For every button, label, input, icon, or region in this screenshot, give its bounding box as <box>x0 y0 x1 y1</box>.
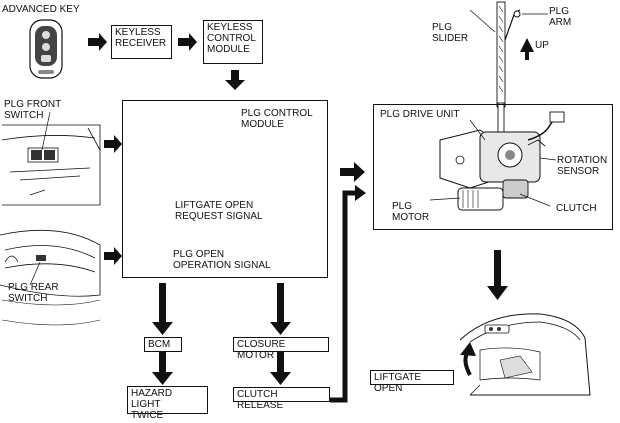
liftgate-open-request-signal-label: LIFTGATE OPEN REQUEST SIGNAL <box>175 200 263 222</box>
front-switch-illustration <box>1 111 101 206</box>
rotation-sensor-label: ROTATION SENSOR <box>557 155 608 177</box>
arrow-front-to-module <box>104 135 122 153</box>
advanced-key-label: ADVANCED KEY <box>2 4 80 15</box>
plg-arm-label: PLG ARM <box>549 6 572 28</box>
key-fob-illustration <box>29 19 63 79</box>
keyless-receiver-box: KEYLESS RECEIVER <box>111 25 172 59</box>
plg-front-switch-label: PLG FRONT SWITCH <box>4 99 62 121</box>
plg-open-operation-signal-label: PLG OPEN OPERATION SIGNAL <box>173 249 271 271</box>
arrow-drive-to-liftgate <box>487 250 508 300</box>
up-label: UP <box>535 40 549 51</box>
plg-slider-label: PLG SLIDER <box>432 22 469 44</box>
drive-unit-illustration <box>429 102 565 211</box>
plg-motor-label: PLG MOTOR <box>392 201 430 223</box>
liftgate-open-box: LIFTGATE OPEN <box>370 370 454 394</box>
plg-rear-switch-label: PLG REAR SWITCH <box>8 282 59 304</box>
clutch-label: CLUTCH <box>556 203 597 214</box>
keyless-control-module-box: KEYLESS CONTROL MODULE <box>203 20 263 64</box>
plg-control-module-label: PLG CONTROL MODULE <box>241 108 313 130</box>
plg-drive-unit-panel <box>373 104 613 230</box>
rear-switch-illustration <box>0 229 101 326</box>
liftgate-illustration <box>459 313 591 396</box>
plg-drive-unit-label: PLG DRIVE UNIT <box>380 109 460 120</box>
arrow-module-to-drive <box>340 162 365 182</box>
plg-control-module-panel <box>122 100 328 278</box>
flow-arrows-top <box>88 33 245 90</box>
hazard-light-twice-box: HAZARD LIGHT TWICE <box>127 386 208 421</box>
flow-arrows-bottom <box>152 283 291 385</box>
arrow-rear-to-module <box>104 247 122 265</box>
arrow-clutch-release-to-drive <box>330 190 357 403</box>
bcm-box: BCM <box>144 337 182 352</box>
plg-slider-arm-illustration <box>469 1 548 108</box>
clutch-release-box: CLUTCH RELEASE <box>233 387 330 411</box>
closure-motor-box: CLOSURE MOTOR <box>233 337 329 361</box>
